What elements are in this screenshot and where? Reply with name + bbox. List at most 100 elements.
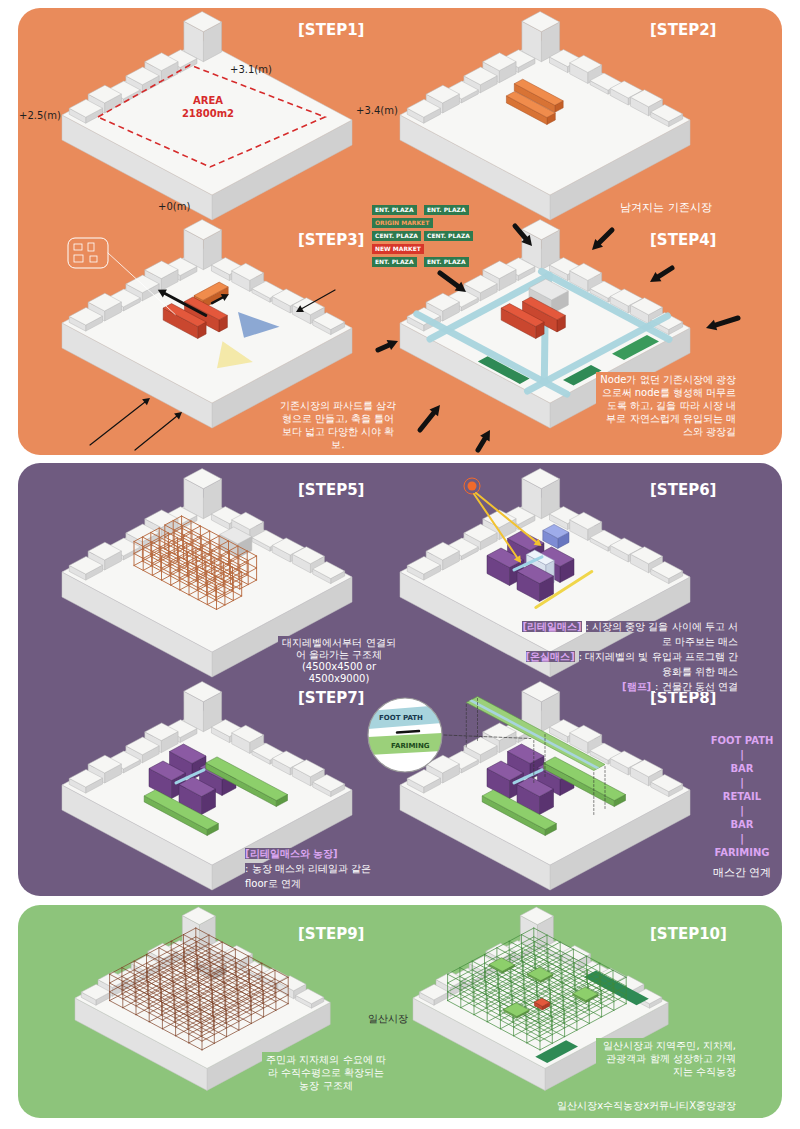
- plaza-tag-text: ENT. PLAZA: [375, 206, 414, 214]
- projection-line: [545, 735, 546, 778]
- surrounding-building-top: [145, 723, 178, 741]
- program-sequence: |: [740, 833, 744, 844]
- step-caption: 기존시장의 파사드를 삼각형으로 만들고, 축을 틀어 보다 넓고 다양한 시야…: [277, 398, 399, 452]
- surrounding-building-top: [464, 275, 497, 293]
- caption-block: [리테일매스]: 시장의 중앙 길을 사이에 두고 서로 마주보는 매스[온실매…: [520, 618, 738, 693]
- plan-icon: [74, 244, 82, 250]
- elevation-dimension: +3.1(m): [230, 63, 272, 76]
- structure-beam: [474, 942, 560, 988]
- structure-beam: [176, 972, 262, 1018]
- caption-block: FOOT PATH|BAR|RETAIL|BAR|FARIMING: [702, 733, 782, 859]
- structure-beam: [184, 935, 276, 984]
- surrounding-building-top: [407, 99, 440, 117]
- site-slab-top: [62, 710, 352, 865]
- structure-post: [626, 977, 627, 1003]
- program-sequence: FARIMING: [714, 847, 769, 858]
- step-caption: 남겨지는 기존시장: [600, 200, 732, 216]
- floating-plane: [466, 697, 605, 771]
- surrounding-building-top: [88, 293, 121, 311]
- plaza-tag: CENT. PLAZA: [372, 231, 421, 241]
- structure-beam: [487, 958, 573, 1004]
- caption-line: [리테일매스와 농장]: [245, 845, 383, 860]
- surrounding-building-top: [407, 556, 440, 574]
- plaza-tag-text: CENT. PLAZA: [375, 232, 418, 240]
- structure-beam: [151, 533, 234, 577]
- surrounding-building-top: [464, 737, 497, 755]
- structure-beam: [159, 528, 242, 572]
- structure-beam: [173, 533, 248, 573]
- plaza-tag-text: ENT. PLAZA: [427, 206, 466, 214]
- light-arrow: [476, 493, 537, 542]
- plaza-tag: NEW MARKET: [372, 244, 424, 254]
- old-market-top: [506, 91, 555, 117]
- structure-beam: [540, 995, 626, 1041]
- structure-beam: [142, 537, 225, 581]
- structure-post: [288, 977, 289, 1003]
- elevation-dimension: +0(m): [158, 200, 190, 213]
- projection-line: [593, 773, 594, 816]
- surrounding-building-top: [631, 760, 663, 777]
- axis-arrow: [164, 293, 206, 315]
- structure-beam: [162, 965, 248, 1011]
- plaza-tag: ENT. PLAZA: [424, 257, 469, 267]
- new-mass-top: [529, 279, 568, 300]
- panel: [18, 463, 782, 896]
- program-keyword: [리테일매스]: [522, 621, 581, 632]
- structure-beam: [182, 516, 257, 556]
- retail-mass-top: [487, 548, 524, 568]
- ramp: [176, 770, 204, 783]
- view-arrow: [135, 416, 177, 450]
- surrounding-building-top: [182, 907, 215, 925]
- area-text: AREA: [158, 95, 258, 107]
- structure-beam: [189, 970, 275, 1016]
- structure-beam: [142, 549, 225, 593]
- surrounding-building-top: [184, 682, 222, 702]
- program-sequence: BAR: [730, 819, 753, 830]
- structure-beam: [110, 946, 196, 992]
- structure-beam: [527, 979, 613, 1025]
- existing-mass-top: [220, 527, 252, 544]
- structure-beam: [176, 990, 262, 1036]
- farm-plate-top: [504, 1003, 530, 1017]
- step-caption: 대지레벨에서부터 연결되어 올라가는 구조체(4500x4500 or 4500…: [278, 636, 400, 686]
- structure-beam: [202, 977, 288, 1023]
- surrounding-building-top: [88, 542, 121, 560]
- inflow-arrow: [598, 230, 612, 244]
- surrounding-building-top: [313, 313, 345, 330]
- sun-symbol: [464, 478, 480, 494]
- plaza-tag: CENT. PLAZA: [424, 231, 473, 241]
- structure-beam: [165, 525, 240, 565]
- surrounding-building-top: [522, 12, 560, 32]
- surrounding-building-top: [292, 547, 324, 564]
- surrounding-building-top: [69, 769, 102, 787]
- ramp: [514, 770, 542, 783]
- structure-beam: [448, 974, 540, 1023]
- inflow-arrow: [440, 273, 459, 287]
- step-heading: [STEP6]: [650, 480, 716, 500]
- program-sequence: |: [740, 777, 744, 788]
- view-arrow-head: [296, 305, 304, 312]
- surrounding-building-top: [184, 12, 222, 32]
- site-slab-top: [75, 932, 330, 1068]
- inflow-arrow-head: [706, 320, 717, 331]
- structure-beam: [189, 997, 275, 1043]
- plaza-tag-text: CENT. PLAZA: [427, 232, 470, 240]
- elevation-dimension: +2.5(m): [19, 109, 61, 122]
- structure-beam: [123, 935, 209, 981]
- structure-beam: [165, 537, 240, 577]
- light-arrow: [474, 494, 518, 558]
- triangular-facade-top: [501, 304, 544, 327]
- surrounding-building-top: [232, 725, 264, 742]
- node-outline: [88, 62, 328, 177]
- plaza-tag: ENT. PLAZA: [372, 205, 417, 215]
- structure-beam: [151, 545, 234, 589]
- elevation-dimension: +3.4(m): [356, 104, 398, 117]
- structure-beam: [497, 948, 589, 997]
- surrounding-building-top: [419, 984, 448, 1000]
- structure-beam: [514, 981, 600, 1027]
- inflow-arrow-head: [592, 239, 603, 250]
- structure-beam: [110, 937, 196, 983]
- retail-mass-top: [149, 761, 186, 781]
- green-plaza: [612, 335, 659, 360]
